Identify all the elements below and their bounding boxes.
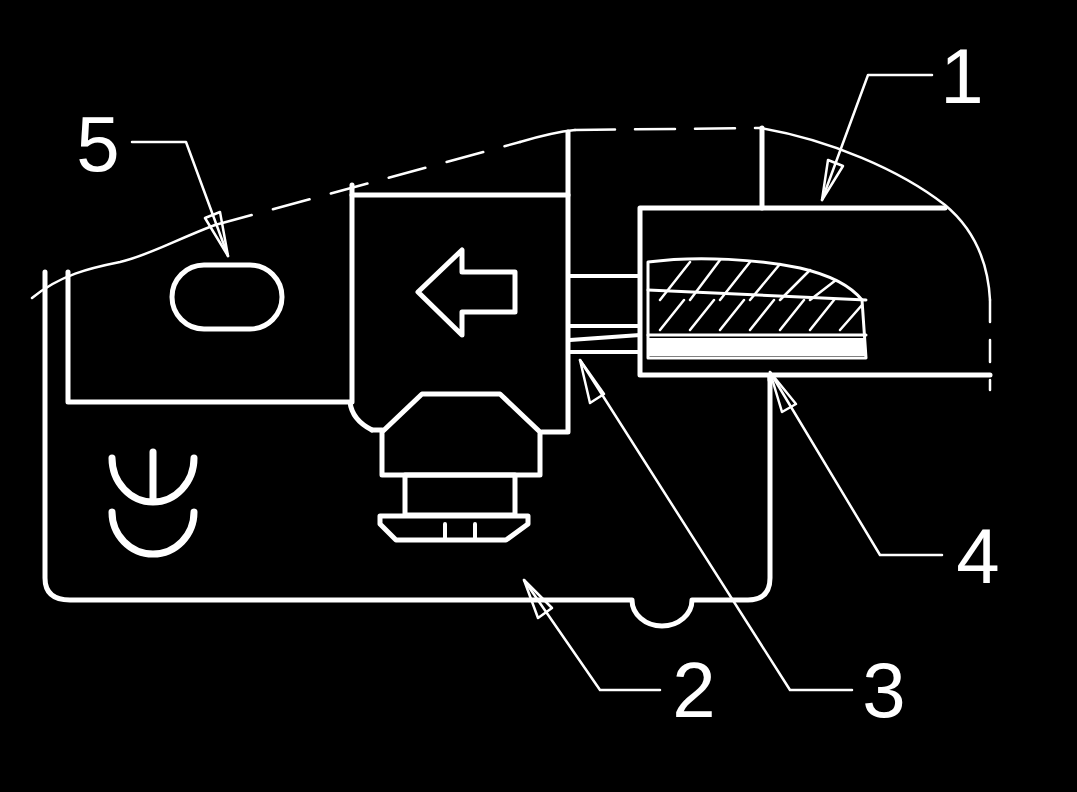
callout-number: 5 — [74, 105, 121, 183]
callout-number: 3 — [860, 651, 907, 729]
callout-number: 4 — [954, 517, 1001, 595]
callout-number: 2 — [670, 651, 717, 729]
callout-number: 1 — [938, 37, 985, 115]
